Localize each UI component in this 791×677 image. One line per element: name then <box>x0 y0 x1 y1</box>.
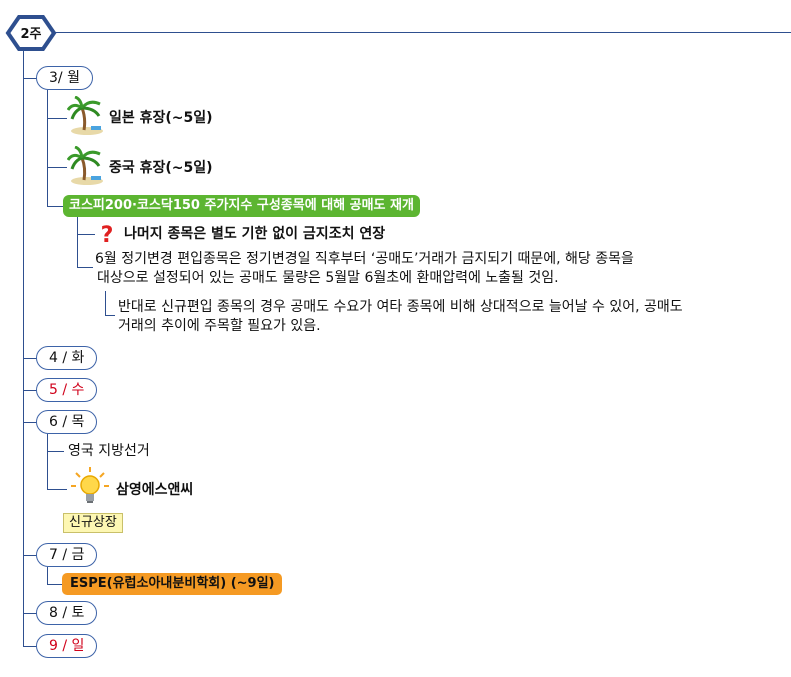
topic-short-selling[interactable]: 코스피200·코스닥150 주가지수 구성종목에 대해 공매도 재개 <box>63 195 420 217</box>
note-sub-line <box>105 291 106 315</box>
sub-branch <box>47 489 67 490</box>
root-label: 2주 <box>20 27 41 42</box>
sub-branch <box>47 206 63 207</box>
thu-sub-line <box>47 434 48 489</box>
root-line <box>50 32 791 33</box>
thu-item-uk-election: 영국 지방선거 <box>68 443 150 459</box>
topic-espe[interactable]: ESPE(유럽소아내분비학회) (~9일) <box>62 573 283 595</box>
branch-line <box>23 555 37 556</box>
branch-line <box>23 78 37 79</box>
palm-tree-icon <box>67 96 103 135</box>
note-paragraph-1: 6월 정기변경 편입종목은 정기변경일 직후부터 ‘공매도’거래가 금지되기 때… <box>95 251 634 286</box>
day-node-sun[interactable]: 9 / 일 <box>36 634 98 658</box>
topic-sub-line <box>77 217 78 267</box>
branch-line <box>23 390 37 391</box>
sub-branch <box>47 584 63 585</box>
question-text: 나머지 종목은 별도 기한 없이 금지조치 연장 <box>124 226 386 242</box>
mon-item-japan: 일본 휴장(~5일) <box>109 110 213 126</box>
new-listing-tag: 신규상장 <box>63 513 123 533</box>
sub-branch <box>77 267 93 268</box>
sub-branch <box>47 167 67 168</box>
day-node-tue[interactable]: 4 / 화 <box>36 346 98 370</box>
sub-branch <box>105 315 115 316</box>
branch-line <box>23 646 37 647</box>
sub-branch <box>47 451 64 452</box>
sub-branch <box>47 118 67 119</box>
sub-branch <box>77 234 95 235</box>
day-node-mon[interactable]: 3/ 월 <box>36 66 93 90</box>
note-paragraph-2: 반대로 신규편입 종목의 경우 공매도 수요가 여타 종목에 비해 상대적으로 … <box>118 299 683 334</box>
question-mark-icon: ? <box>101 223 114 246</box>
day-node-thu[interactable]: 6 / 목 <box>36 410 98 434</box>
mon-item-china: 중국 휴장(~5일) <box>109 160 213 176</box>
palm-tree-icon <box>67 146 103 185</box>
root-node[interactable]: 2주 <box>5 14 57 52</box>
day-node-sat[interactable]: 8 / 토 <box>36 601 98 625</box>
svg-text:?: ? <box>101 223 114 246</box>
branch-line <box>23 613 37 614</box>
trunk-line <box>23 50 24 647</box>
fri-sub-line <box>47 567 48 584</box>
branch-line <box>23 422 37 423</box>
day-node-fri[interactable]: 7 / 금 <box>36 543 98 567</box>
lightbulb-icon <box>71 467 109 503</box>
thu-item-listing: 삼영에스앤씨 <box>116 482 194 498</box>
day-node-wed[interactable]: 5 / 수 <box>36 378 98 402</box>
mon-sub-line <box>47 90 48 206</box>
branch-line <box>23 358 37 359</box>
